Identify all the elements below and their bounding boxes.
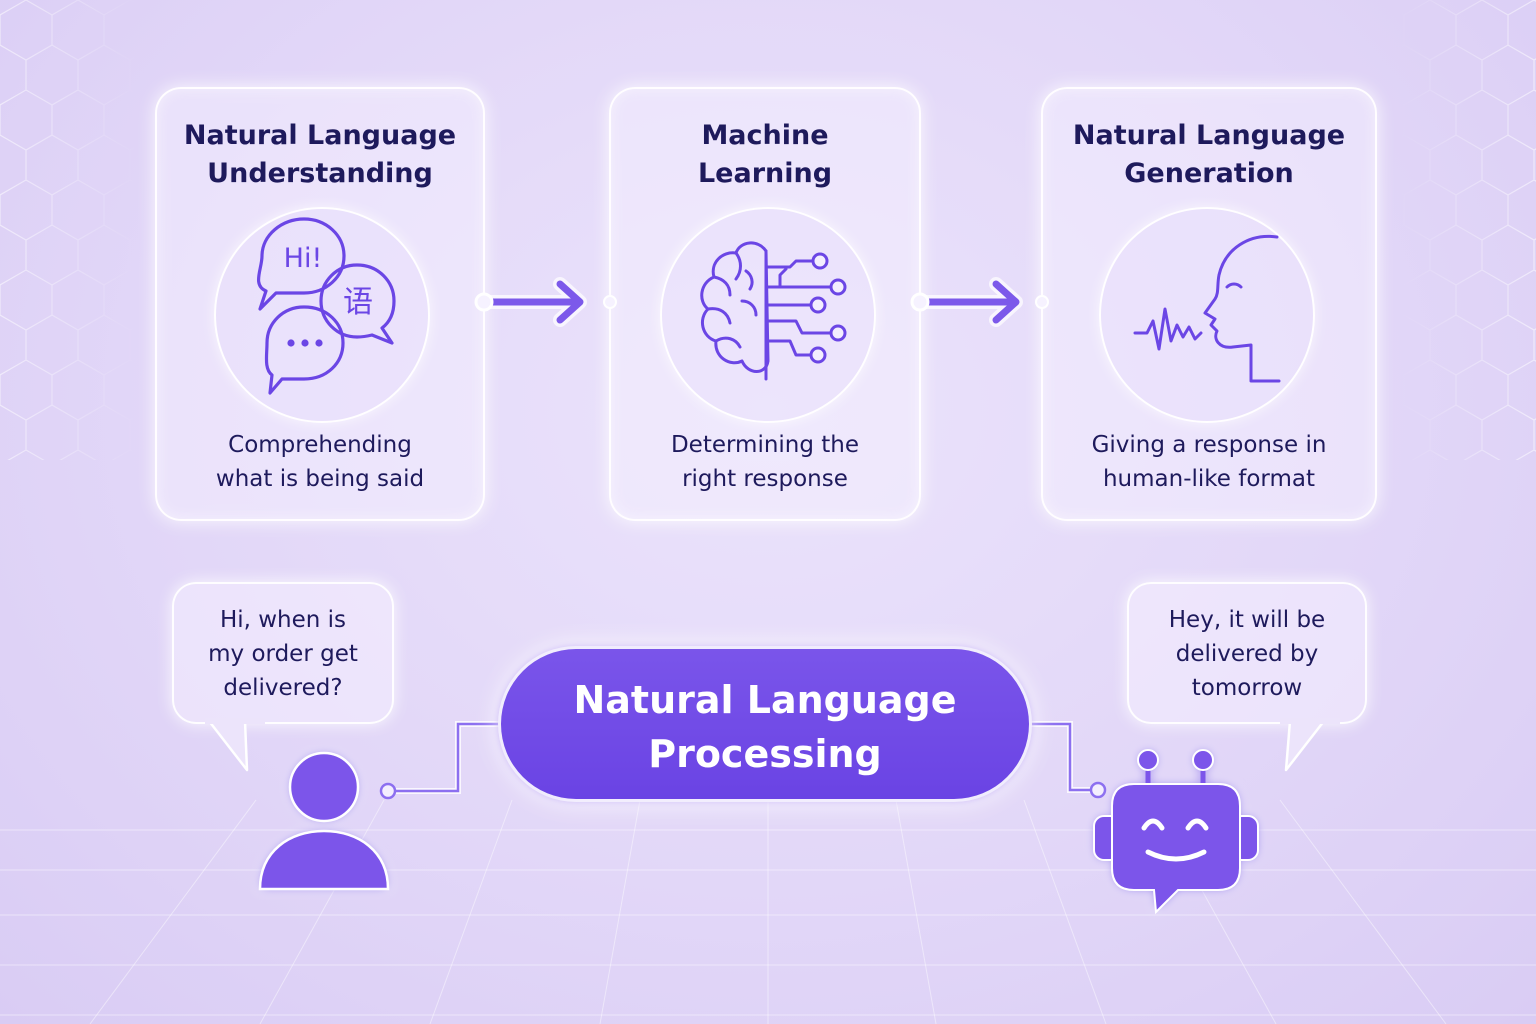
step-title: Natural Language Understanding	[183, 120, 457, 189]
step-description: Determining the right response	[670, 432, 860, 492]
arrow-right-icon	[910, 277, 1049, 327]
bubble-tail	[205, 718, 265, 772]
bot-message-bubble: Hey, it will be delivered by tomorrow	[1127, 582, 1367, 724]
chinese-text: 语	[343, 285, 373, 320]
step-card-ml: Machine Learning	[609, 87, 921, 521]
step-card-nlg: Natural Language Generation Giving a res…	[1041, 87, 1377, 521]
user-icon	[258, 751, 390, 891]
speaking-head-icon	[1133, 234, 1281, 383]
arrow-right-icon	[474, 277, 617, 327]
icon-circle: Hi! 语	[214, 207, 430, 423]
step-card-nlu: Natural Language Understanding Hi! 语 Com…	[155, 87, 485, 521]
user-message-bubble: Hi, when is my order get delivered?	[172, 582, 394, 724]
nlp-label: Natural Language Processing	[573, 678, 957, 776]
step-description: Comprehending what is being said	[215, 432, 425, 492]
icon-circle	[660, 207, 876, 423]
bot-message: Hey, it will be delivered by tomorrow	[1168, 607, 1326, 701]
nlp-center-pill: Natural Language Processing	[498, 646, 1032, 802]
icon-circle	[1099, 207, 1315, 423]
hi-text: Hi!	[284, 243, 323, 274]
user-message: Hi, when is my order get delivered?	[208, 607, 358, 701]
bubble-tail	[1280, 718, 1340, 772]
step-title: Natural Language Generation	[1072, 120, 1346, 189]
robot-icon	[1093, 749, 1259, 915]
step-title: Machine Learning	[697, 120, 833, 189]
step-description: Giving a response in human-like format	[1091, 432, 1327, 492]
brain-circuit-icon	[700, 241, 847, 381]
chat-bubbles-icon: Hi! 语	[256, 217, 396, 395]
